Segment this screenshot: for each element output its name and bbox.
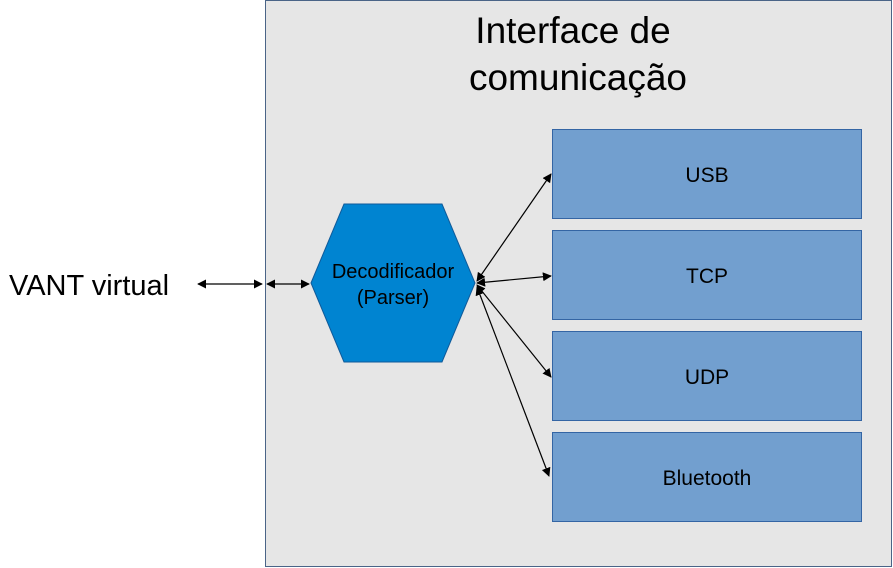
arrow-parser-usb — [476, 173, 552, 282]
channel-label: Bluetooth — [663, 467, 752, 490]
parser-hexagon — [310, 203, 476, 363]
container-title-line2: comunicação — [469, 57, 687, 98]
channel-udp: UDP — [552, 331, 862, 421]
channel-box — [552, 129, 862, 219]
channel-box — [552, 432, 862, 522]
channel-box — [552, 331, 862, 421]
channel-tcp: TCP — [552, 230, 862, 320]
channel-bluetooth: Bluetooth — [552, 432, 862, 522]
channel-usb: USB — [552, 129, 862, 219]
channel-box — [552, 230, 862, 320]
channel-label: UDP — [685, 366, 729, 389]
channel-label: TCP — [686, 265, 728, 288]
channel-label: USB — [685, 164, 728, 187]
parser-label-line1: Decodificador — [332, 261, 455, 283]
arrow-parser-bluetooth — [475, 286, 551, 477]
external-label: VANT virtual — [9, 270, 169, 302]
parser-label-line2: (Parser) — [357, 287, 429, 309]
arrow-parser-tcp — [476, 272, 552, 287]
container-title-line1: Interface de — [475, 10, 670, 51]
